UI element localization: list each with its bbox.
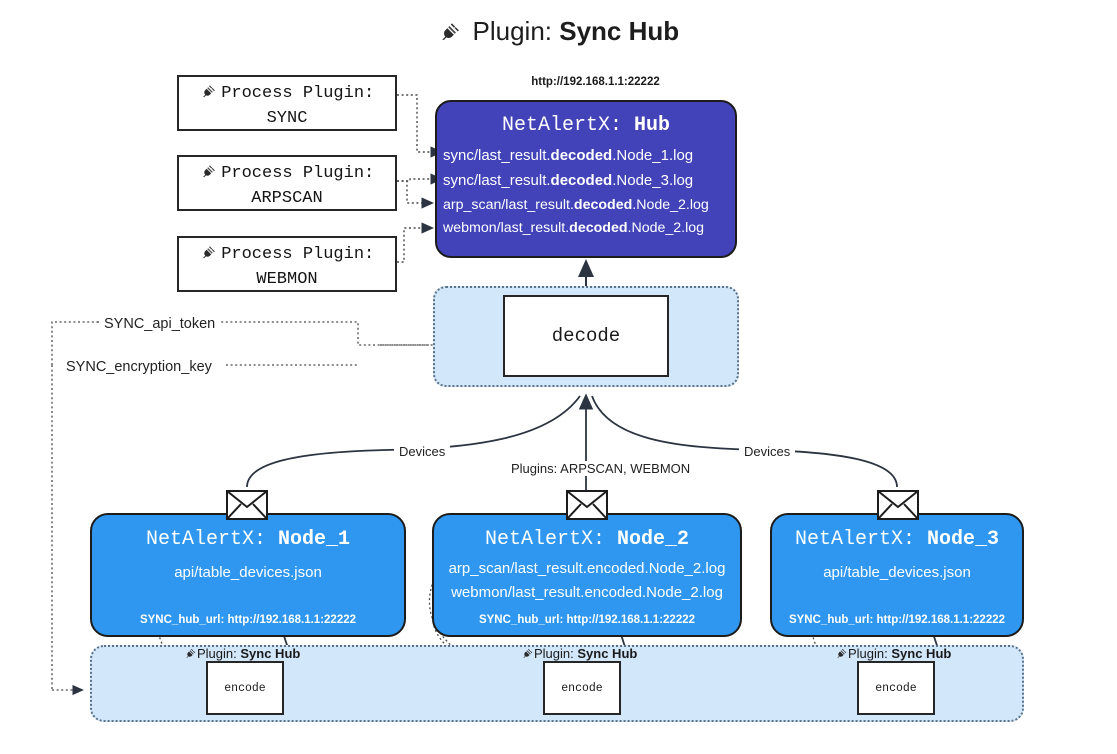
encode-box-node-2[interactable]: encode: [543, 661, 621, 715]
sync-api-token-label: SYNC_api_token: [100, 316, 220, 332]
node-box-node-3[interactable]: NetAlertX: Node_3 api/table_devices.json…: [770, 513, 1024, 637]
edge-label-devices-left: Devices: [394, 444, 451, 459]
edge-label-devices-right: Devices: [739, 444, 796, 459]
process-plugin-box-sync[interactable]: Process Plugin: SYNC: [177, 75, 397, 131]
log-post: .Node_2.log: [632, 196, 709, 213]
plugin-caption-name: Sync Hub: [577, 646, 638, 661]
node-hub-url: SYNC_hub_url: http://192.168.1.1:22222: [434, 614, 740, 626]
log-bold: decoded: [569, 219, 628, 236]
node-path: api/table_devices.json: [823, 564, 971, 581]
node-title: NetAlertX: Node_3: [772, 528, 1022, 551]
process-plugin-name: SYNC: [266, 108, 308, 128]
hub-title: NetAlertX: Hub: [437, 114, 735, 137]
encode-box-node-3[interactable]: encode: [857, 661, 935, 715]
node-box-node-2[interactable]: NetAlertX: Node_2 arp_scan/last_result.e…: [432, 513, 742, 637]
log-bold: decoded: [550, 171, 613, 189]
plugin-caption-node-1: Plugin: Sync Hub: [184, 646, 300, 661]
node-box-node-1[interactable]: NetAlertX: Node_1 api/table_devices.json…: [90, 513, 406, 637]
plugin-caption-node-2: Plugin: Sync Hub: [521, 646, 637, 661]
node-hub-url-value: http://192.168.1.1:22222: [876, 614, 1006, 626]
plugin-caption-prefix: Plugin:: [848, 646, 892, 661]
log-pre: sync/last_result.: [443, 147, 551, 164]
decode-box[interactable]: decode: [503, 295, 669, 377]
node-hub-url: SYNC_hub_url: http://192.168.1.1:22222: [772, 614, 1022, 626]
envelope-icon: [877, 490, 919, 520]
electric-plug-icon: [200, 164, 221, 181]
node-path: api/table_devices.json: [174, 564, 322, 581]
process-plugin-header: Process Plugin:: [179, 161, 395, 187]
plugin-caption-name: Sync Hub: [240, 646, 301, 661]
hub-log-list: sync/last_result.decoded.Node_1.log sync…: [437, 144, 735, 240]
log-pre: arp_scan/last_result.: [443, 196, 574, 213]
node-path-list: api/table_devices.json: [92, 561, 404, 585]
hub-log-line: arp_scan/last_result.decoded.Node_2.log: [443, 194, 735, 217]
title-prefix: Plugin:: [472, 16, 560, 46]
electric-plug-icon: [438, 19, 469, 46]
hub-log-line: sync/last_result.decoded.Node_3.log: [443, 169, 735, 194]
hub-url-label: http://192.168.1.1:22222: [531, 76, 660, 88]
node-title: NetAlertX: Node_1: [92, 528, 404, 551]
hub-node-box[interactable]: NetAlertX: Hub sync/last_result.decoded.…: [435, 100, 737, 258]
hub-title-prefix: NetAlertX:: [501, 114, 634, 137]
process-plugin-name: ARPSCAN: [251, 188, 323, 208]
node-title: NetAlertX: Node_2: [434, 528, 740, 551]
electric-plug-icon: [200, 245, 221, 262]
plugin-caption-prefix: Plugin:: [534, 646, 578, 661]
edge-label-plugins: Plugins: ARPSCAN, WEBMON: [506, 461, 696, 476]
process-plugin-box-arpscan[interactable]: Process Plugin: ARPSCAN: [177, 155, 397, 211]
node-title-name: Node_3: [927, 528, 1000, 551]
process-plugin-name: WEBMON: [256, 269, 318, 289]
node-title-prefix: NetAlertX:: [794, 528, 927, 551]
title-name: Sync Hub: [559, 16, 680, 46]
electric-plug-icon: [835, 646, 848, 661]
log-bold: decoded: [573, 196, 633, 213]
node-path: arp_scan/last_result.encoded.Node_2.log: [448, 560, 726, 577]
hub-log-line: webmon/last_result.decoded.Node_2.log: [443, 217, 735, 240]
log-post: .Node_2.log: [627, 219, 705, 236]
node-path-list: api/table_devices.json: [772, 561, 1022, 585]
process-plugin-header: Process Plugin:: [179, 242, 395, 268]
plugin-caption-node-3: Plugin: Sync Hub: [835, 646, 951, 661]
node-path-list: arp_scan/last_result.encoded.Node_2.log …: [434, 557, 740, 605]
log-pre: sync/last_result.: [443, 171, 551, 189]
node-hub-url-key: SYNC_hub_url:: [788, 614, 877, 626]
hub-title-name: Hub: [634, 114, 671, 137]
node-hub-url: SYNC_hub_url: http://192.168.1.1:22222: [92, 614, 404, 626]
sync-encryption-key-label: SYNC_encryption_key: [62, 359, 216, 375]
node-hub-url-key: SYNC_hub_url:: [139, 614, 228, 626]
node-hub-url-value: http://192.168.1.1:22222: [566, 614, 696, 626]
plugin-caption-prefix: Plugin:: [197, 646, 241, 661]
process-plugin-box-webmon[interactable]: Process Plugin: WEBMON: [177, 236, 397, 292]
electric-plug-icon: [184, 646, 197, 661]
process-plugin-label: Process Plugin:: [221, 245, 375, 264]
node-hub-url-key: SYNC_hub_url:: [478, 614, 567, 626]
node-title-name: Node_2: [617, 528, 690, 551]
node-title-prefix: NetAlertX:: [484, 528, 617, 551]
node-hub-url-value: http://192.168.1.1:22222: [227, 614, 357, 626]
node-title-name: Node_1: [278, 528, 351, 551]
process-plugin-label: Process Plugin:: [221, 84, 375, 103]
process-plugin-header: Process Plugin:: [179, 81, 395, 107]
process-plugin-label: Process Plugin:: [221, 164, 375, 183]
plugin-caption-name: Sync Hub: [891, 646, 952, 661]
log-post: .Node_1.log: [612, 147, 694, 164]
log-post: .Node_3.log: [612, 171, 694, 189]
page-title: Plugin: Sync Hub: [0, 16, 1117, 48]
electric-plug-icon: [521, 646, 534, 661]
envelope-icon: [566, 490, 608, 520]
node-path: webmon/last_result.encoded.Node_2.log: [451, 584, 723, 601]
envelope-icon: [226, 490, 268, 520]
node-title-prefix: NetAlertX:: [145, 528, 278, 551]
log-bold: decoded: [550, 147, 613, 164]
hub-log-line: sync/last_result.decoded.Node_1.log: [443, 144, 735, 169]
encode-box-node-1[interactable]: encode: [206, 661, 284, 715]
electric-plug-icon: [200, 84, 221, 101]
log-pre: webmon/last_result.: [443, 219, 570, 236]
